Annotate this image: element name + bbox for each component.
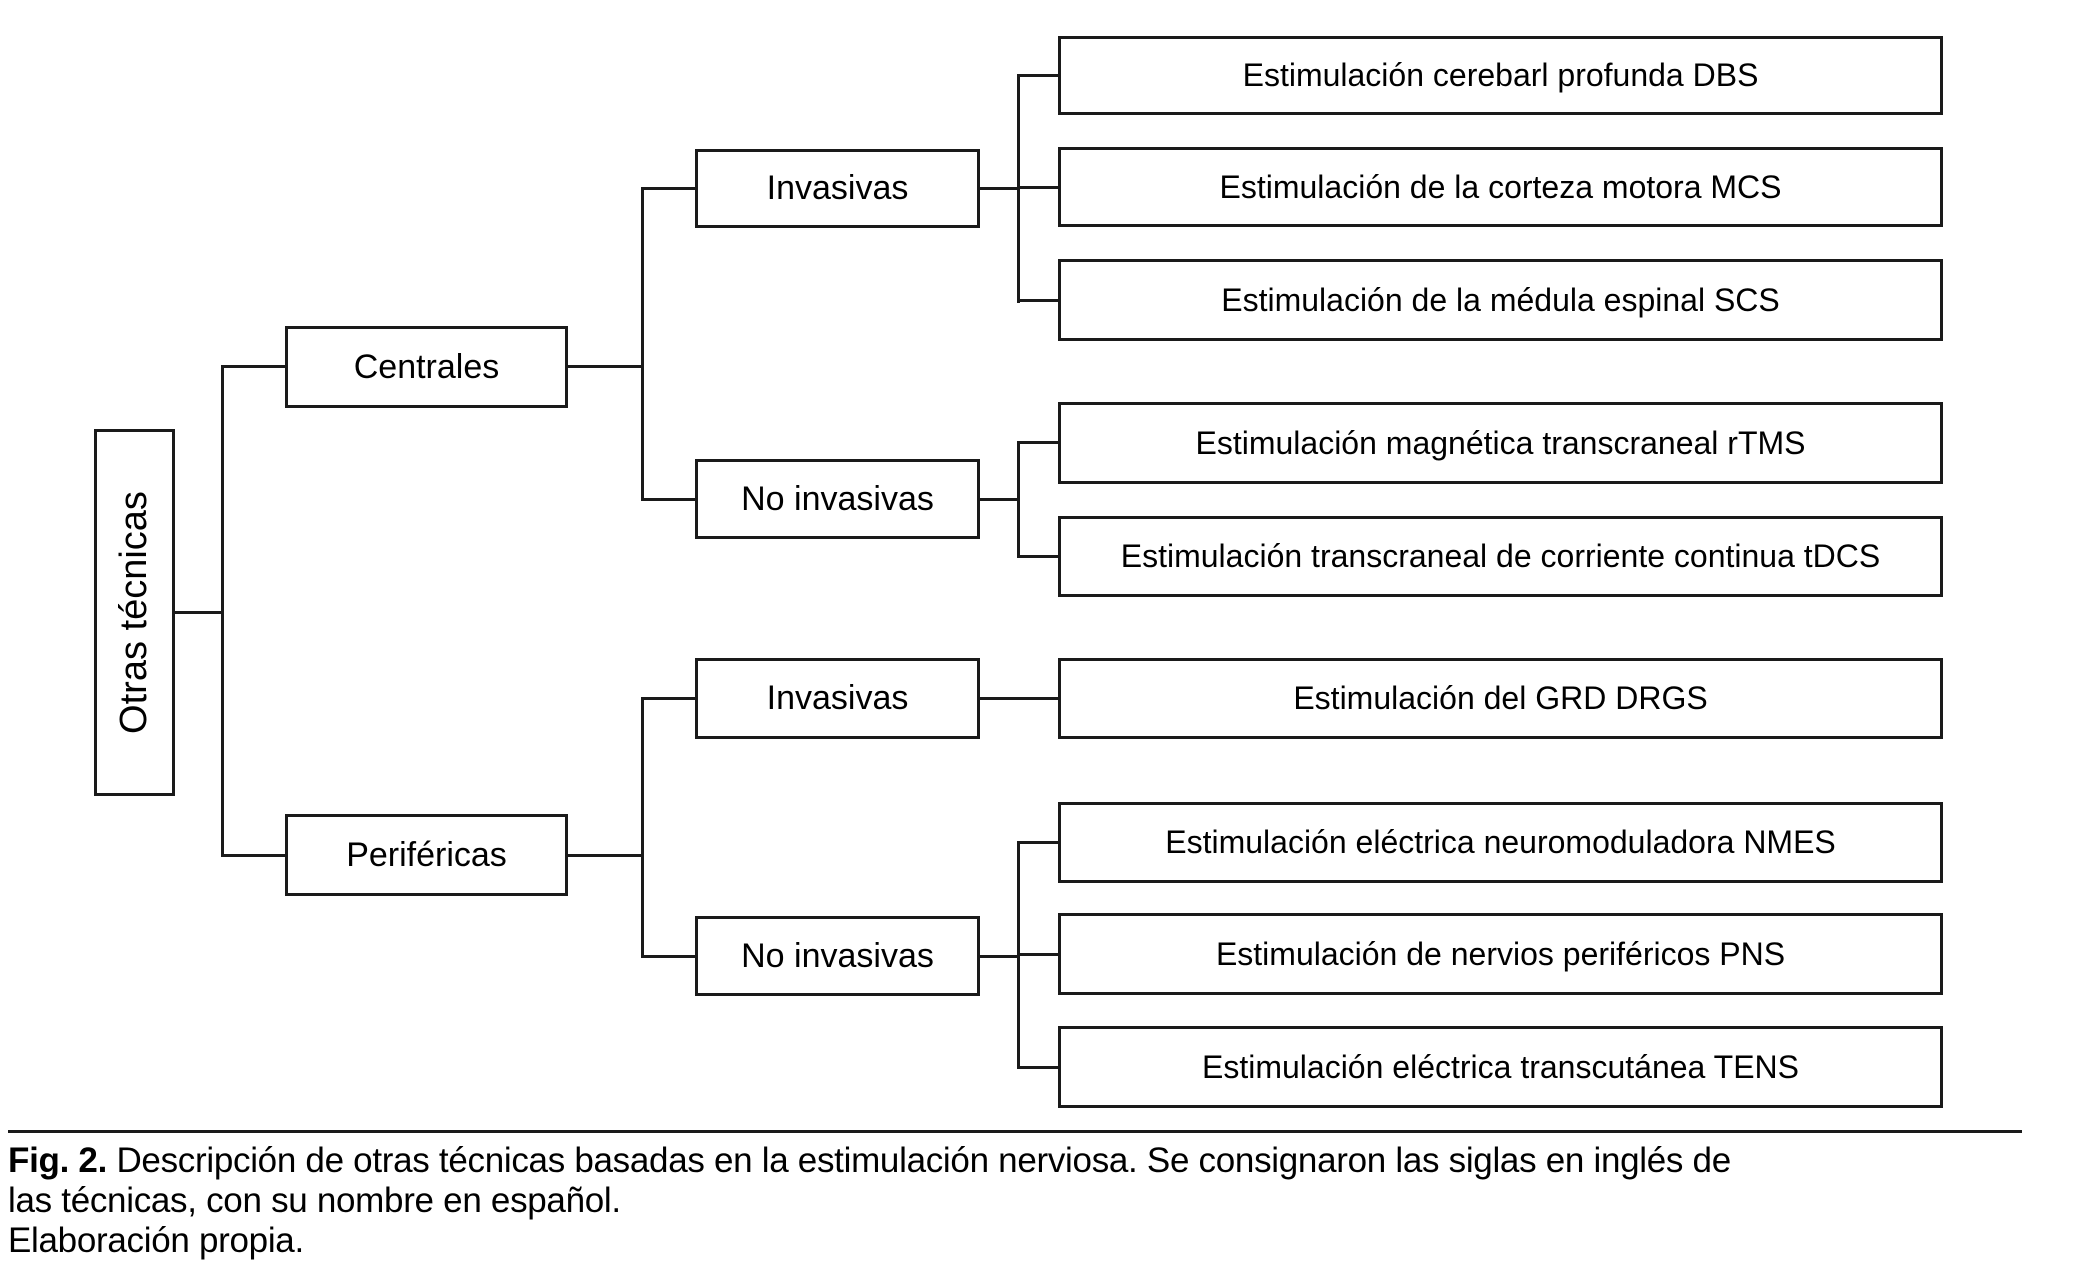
leaf-rtms: Estimulación magnética transcraneal rTMS — [1058, 402, 1943, 484]
node-centrales-no-invasivas: No invasivas — [695, 459, 980, 539]
connector-to-pns — [1017, 953, 1058, 956]
caption-line-2: las técnicas, con su nombre en español. — [8, 1181, 621, 1220]
connector-to-no-invasivas-inf — [641, 955, 695, 958]
leaf-pns-label: Estimulación de nervios periféricos PNS — [1215, 935, 1786, 972]
caption-line-1: Fig. 2. Descripción de otras técnicas ba… — [8, 1141, 1731, 1181]
leaf-pns: Estimulación de nervios periféricos PNS — [1058, 913, 1943, 995]
connector-to-no-invasivas-sup — [641, 498, 695, 501]
node-otras-tecnicas-label: Otras técnicas — [113, 491, 155, 734]
connector-trunk-no-invasivas-sup — [1017, 441, 1020, 558]
node-perifericas-no-invasivas-label: No invasivas — [741, 936, 934, 975]
node-perifericas-invasivas: Invasivas — [695, 658, 980, 739]
node-perifericas: Periféricas — [285, 814, 568, 896]
connector-no-invasivas-inf-stub — [980, 955, 1019, 958]
connector-trunk-centrales — [641, 187, 644, 501]
leaf-dbs: Estimulación cerebarl profunda DBS — [1058, 36, 1943, 115]
caption-divider — [8, 1130, 2022, 1133]
connector-to-mcs — [1017, 186, 1058, 189]
node-centrales-label: Centrales — [353, 347, 500, 386]
leaf-tens: Estimulación eléctrica transcutánea TENS — [1058, 1026, 1943, 1108]
connector-to-tdcs — [1017, 555, 1058, 558]
leaf-tdcs-label: Estimulación transcraneal de corriente c… — [1120, 538, 1881, 574]
node-centrales: Centrales — [285, 326, 568, 408]
connector-perifericas-stub — [568, 854, 643, 857]
connector-trunk-perifericas — [641, 697, 644, 958]
connector-root-trunk — [175, 611, 223, 614]
connector-to-scs — [1017, 299, 1058, 302]
leaf-scs-label: Estimulación de la médula espinal SCS — [1221, 281, 1780, 318]
leaf-drgs: Estimulación del GRD DRGS — [1058, 658, 1943, 739]
connector-to-centrales — [221, 365, 285, 368]
leaf-mcs-label: Estimulación de la corteza motora MCS — [1219, 168, 1782, 205]
connector-to-rtms — [1017, 441, 1058, 444]
leaf-dbs-label: Estimulación cerebarl profunda DBS — [1242, 57, 1759, 93]
leaf-scs: Estimulación de la médula espinal SCS — [1058, 259, 1943, 341]
node-perifericas-no-invasivas: No invasivas — [695, 916, 980, 996]
leaf-mcs: Estimulación de la corteza motora MCS — [1058, 147, 1943, 227]
leaf-tdcs: Estimulación transcraneal de corriente c… — [1058, 516, 1943, 597]
node-centrales-invasivas: Invasivas — [695, 149, 980, 228]
node-centrales-no-invasivas-label: No invasivas — [741, 479, 934, 518]
leaf-tens-label: Estimulación eléctrica transcutánea TENS — [1201, 1048, 1799, 1085]
caption-line-3: Elaboración propia. — [8, 1221, 304, 1260]
connector-trunk-level1 — [221, 365, 224, 857]
connector-to-dbs — [1017, 74, 1058, 77]
connector-invasivas-sup-stub — [980, 187, 1019, 190]
connector-centrales-stub — [568, 365, 643, 368]
connector-to-drgs — [980, 697, 1058, 700]
caption-line-1-text: Descripción de otras técnicas basadas en… — [107, 1141, 1731, 1180]
leaf-nmes: Estimulación eléctrica neuromoduladora N… — [1058, 802, 1943, 883]
caption-fig-label: Fig. 2. — [8, 1141, 108, 1180]
connector-to-invasivas-inf — [641, 697, 695, 700]
connector-no-invasivas-sup-stub — [980, 498, 1019, 501]
figure-caption: Fig. 2. Descripción de otras técnicas ba… — [8, 1141, 1731, 1261]
connector-to-nmes — [1017, 841, 1058, 844]
node-centrales-invasivas-label: Invasivas — [766, 169, 909, 207]
connector-to-tens — [1017, 1066, 1058, 1069]
leaf-drgs-label: Estimulación del GRD DRGS — [1293, 680, 1708, 716]
connector-to-perifericas — [221, 854, 285, 857]
node-otras-tecnicas: Otras técnicas — [94, 429, 175, 796]
leaf-rtms-label: Estimulación magnética transcraneal rTMS — [1195, 424, 1806, 461]
leaf-nmes-label: Estimulación eléctrica neuromoduladora N… — [1165, 824, 1836, 860]
node-perifericas-invasivas-label: Invasivas — [766, 679, 909, 717]
connector-to-invasivas-sup — [641, 187, 695, 190]
node-perifericas-label: Periféricas — [346, 835, 507, 874]
